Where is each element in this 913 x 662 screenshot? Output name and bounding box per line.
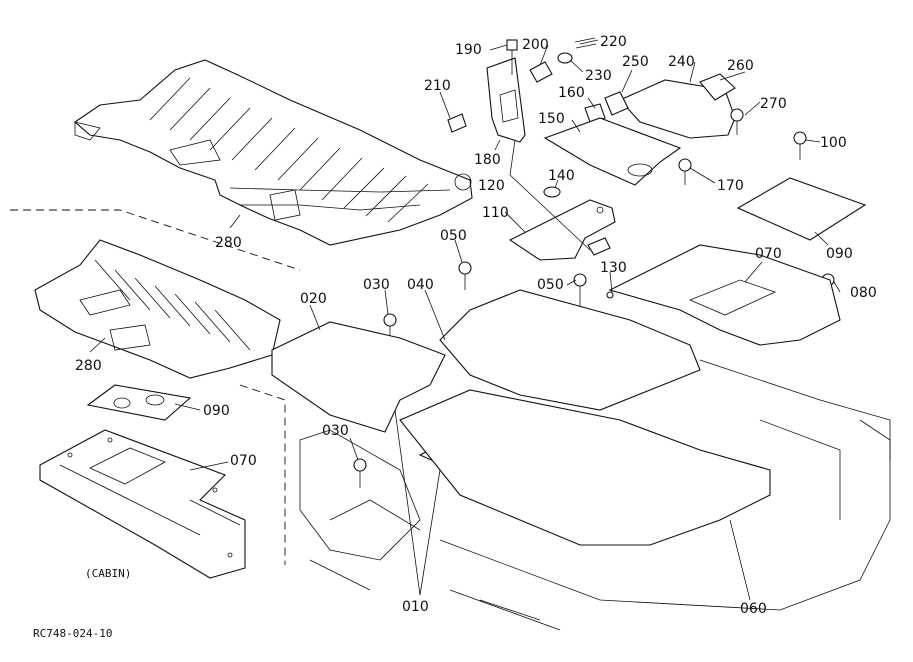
callout-150: 150 [538,111,565,127]
callout-050-left: 050 [440,228,467,244]
bolt-030-lower [353,458,367,488]
callout-160: 160 [558,85,585,101]
leader-lines [89,39,841,601]
callout-030-lower: 030 [322,423,349,439]
floor-mat-lower [34,239,281,379]
bracket-180 [486,57,526,143]
drawing-code: RC748-024-10 [33,627,112,640]
callout-280-upper: 280 [215,235,242,251]
cabin-mat-090 [86,384,192,421]
callout-labels: 190 200 220 230 250 240 260 210 160 270 … [75,34,877,617]
callout-170: 170 [717,178,744,194]
callout-190: 190 [455,42,482,58]
callout-260: 260 [727,58,754,74]
bolt-270 [730,108,744,135]
callout-240: 240 [668,54,695,70]
cabin-boundary-line [10,209,301,565]
callout-080: 080 [850,285,877,301]
callout-110: 110 [482,205,509,221]
callout-050-right: 050 [537,277,564,293]
plate-020 [271,321,446,433]
callout-210: 210 [424,78,451,94]
callout-140: 140 [548,168,575,184]
floor-mat-upper [74,59,473,246]
knob-210 [447,113,467,133]
bracket-110 [508,199,616,261]
plate-240 [619,79,736,139]
cabin-plate-070 [39,429,246,579]
plate-070-right [608,244,841,346]
cabin-note: (CABIN) [85,567,131,580]
grommet-140 [543,186,561,198]
bolt-170 [678,158,692,185]
bolt-100 [793,131,807,160]
callout-060: 060 [740,601,767,617]
callout-200: 200 [522,37,549,53]
callout-090-left: 090 [203,403,230,419]
callout-180: 180 [474,152,501,168]
cover-150 [543,117,682,186]
callout-010: 010 [402,599,429,615]
plate-040 [439,289,701,411]
callout-270: 270 [760,96,787,112]
washer-parts-200-230 [529,37,597,83]
mat-090-right [736,177,867,241]
callout-250: 250 [622,54,649,70]
callout-090-right: 090 [826,246,853,262]
callout-220: 220 [600,34,627,50]
callout-070-right: 070 [755,246,782,262]
callout-120: 120 [478,178,505,194]
bolt-050-left [458,261,472,290]
bolt-130 [606,291,614,299]
callout-280-lower: 280 [75,358,102,374]
callout-130: 130 [600,260,627,276]
callout-040: 040 [407,277,434,293]
callout-230: 230 [585,68,612,84]
callout-020: 020 [300,291,327,307]
callout-070-left: 070 [230,453,257,469]
frame-structure [299,359,891,631]
callout-100: 100 [820,135,847,151]
floor-base-060 [399,389,771,546]
clip-120 [587,237,611,256]
callout-030-upper: 030 [363,277,390,293]
